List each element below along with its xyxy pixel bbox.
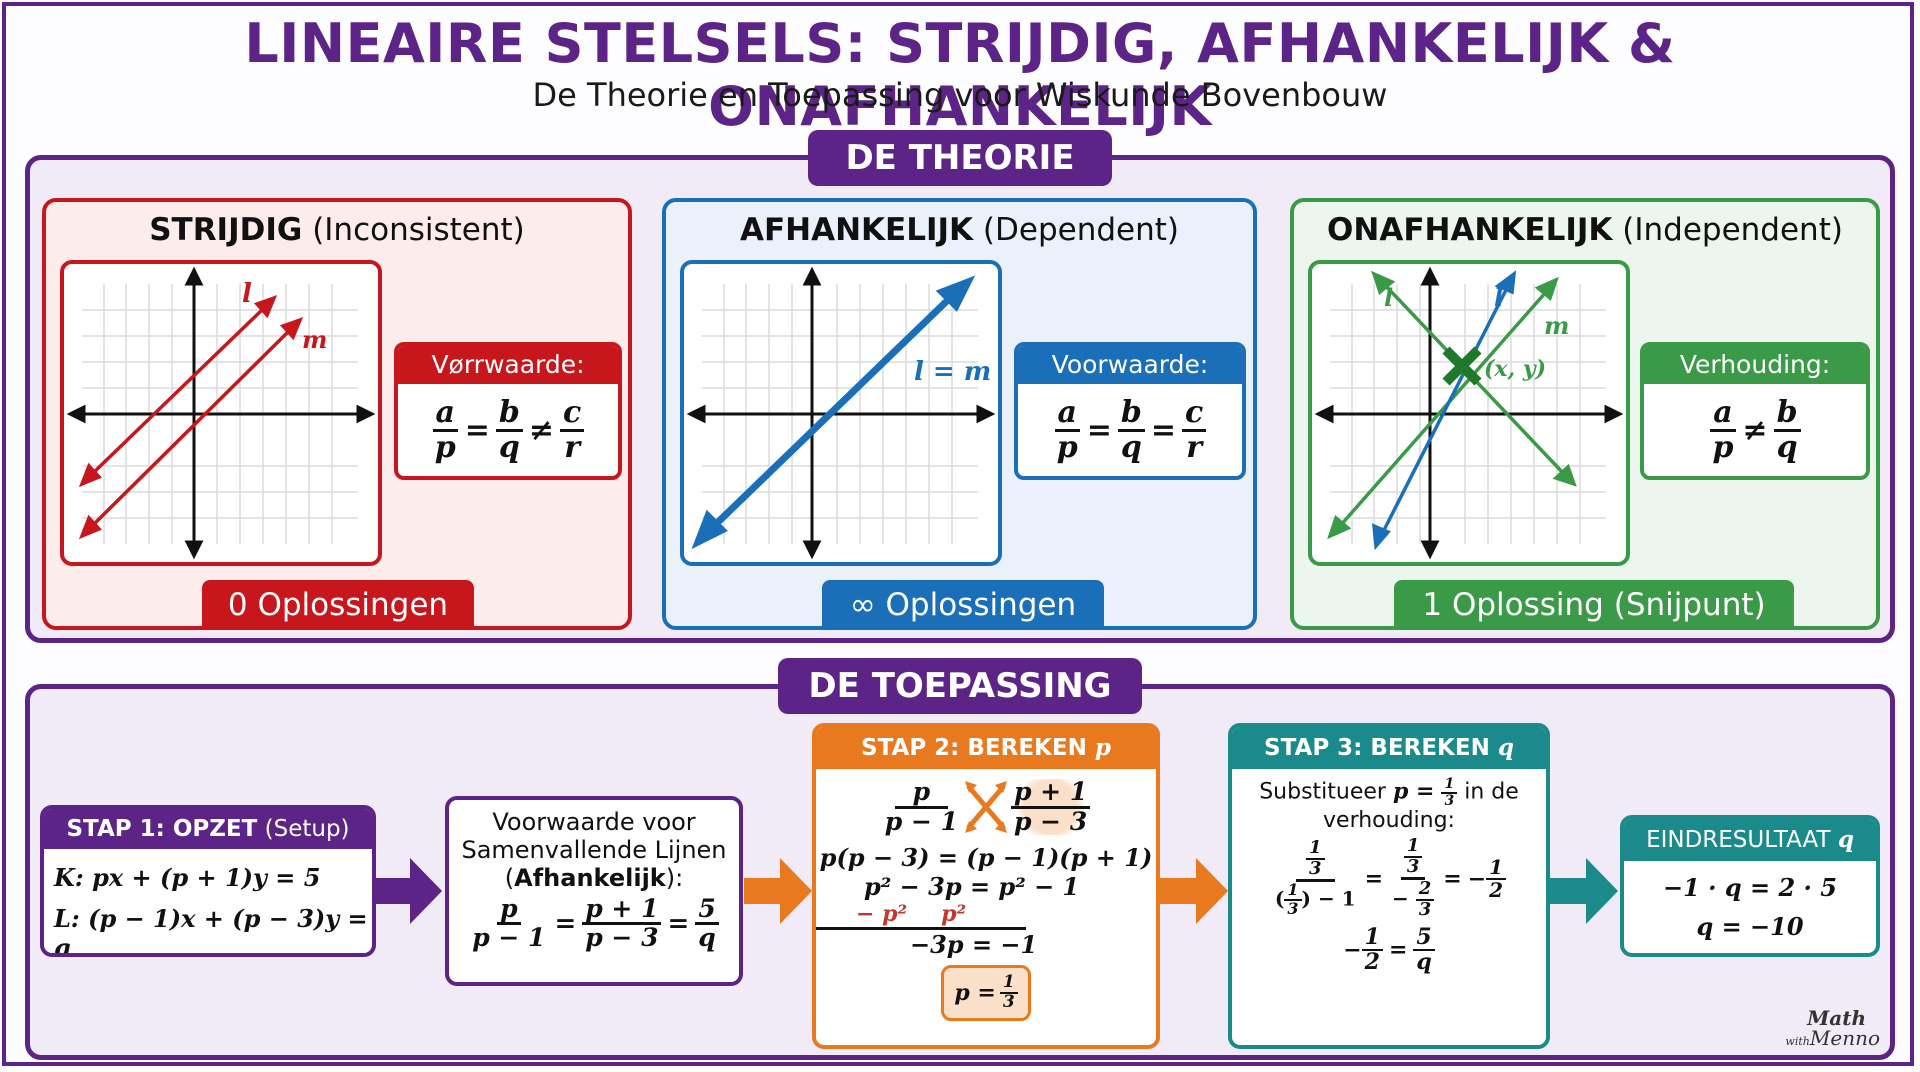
svg-text:(x, y): (x, y) [1484,356,1546,382]
card-onafhankelijk-title: ONAFHANKELIJK (Independent) [1327,212,1843,248]
step3-intro-2: verhouding: [1323,808,1455,834]
card-afhankelijk: AFHANKELIJK (Dependent) l = m Voorwaarde… [662,198,1257,630]
svg-text:l = m: l = m [914,357,991,387]
card-onafhankelijk: ONAFHANKELIJK (Independent) l l [1290,198,1880,630]
step1-header: STAP 1: OPZET (Setup) [44,809,372,849]
svg-text:l: l [1494,283,1503,312]
svg-text:m: m [1544,311,1569,340]
arrow-right-icon [1550,858,1618,924]
condition-label: Voorwaarde: [1018,346,1242,384]
svg-text:l: l [1384,283,1393,312]
arrow-right-icon [1160,858,1228,924]
arrow-right-icon [376,858,442,924]
graph-onafhankelijk: l l m (x, y) [1308,260,1630,566]
condition-line3: (Afhankelijk): [504,864,684,892]
step1-setup-box: STAP 1: OPZET (Setup) K: px + (p + 1)y =… [40,805,376,957]
graph-parallel-lines-icon: l m [66,266,376,560]
condition-line1: Voorwaarde voor [492,808,696,836]
final-result-box: EINDRESULTAAT q −1 · q = 2 · 5 q = −10 [1620,815,1880,957]
step2-header: STAP 2: BEREKEN p [816,727,1156,769]
graph-coinciding-lines-icon: l = m [686,266,996,560]
equation-k: K: px + (p + 1)y = 5 [54,863,321,892]
arrow-right-icon [744,858,812,924]
condition-label: Verhouding: [1644,346,1866,384]
graph-strijdig: l m [60,260,382,566]
result-badge-afhankelijk: ∞ Oplossingen [822,580,1104,630]
result-line1: −1 · q = 2 · 5 [1663,873,1837,902]
result-badge-onafhankelijk: 1 Oplossing (Snijpunt) [1394,580,1794,630]
step2-line2: p² − 3p = p² − 1 [864,872,1080,901]
cross-multiply-arrows-icon [965,781,1007,833]
result-badge-strijdig: 0 Oplossingen [202,580,474,630]
step2-line1: p(p − 3) = (p − 1)(p + 1) [819,843,1153,872]
card-strijdig: STRIJDIG (Inconsistent) l m Vørrwaarde: … [42,198,632,630]
page-title: LINEAIRE STELSELS: STRIJDIG, AFHANKELIJK… [244,12,1676,138]
step2-line4: −3p = −1 [910,930,1038,959]
graph-afhankelijk: l = m [680,260,1002,566]
step3-header: STAP 3: BEREKEN q [1232,727,1546,769]
condition-line2: Samenvallende Lijnen [461,836,727,864]
equation-l: L: (p − 1)x + (p − 3)y = q [54,904,368,957]
svg-text:m: m [302,325,327,354]
math-with-menno-logo: Math withMenno [1785,1006,1880,1050]
application-section-label: DE TOEPASSING [778,658,1142,714]
result-header: EINDRESULTAAT q [1624,819,1876,861]
card-afhankelijk-title: AFHANKELIJK (Dependent) [739,212,1180,248]
condition-label: Vørrwaarde: [398,346,618,384]
svg-text:l: l [242,279,252,309]
card-strijdig-title: STRIJDIG (Inconsistent) [149,212,525,248]
result-line2: q = −10 [1696,912,1804,941]
condition-coinciding-box: Voorwaarde voor Samenvallende Lijnen (Af… [445,796,743,986]
theory-section-label: DE THEORIE [808,130,1112,186]
graph-intersecting-lines-icon: l l m (x, y) [1314,266,1624,560]
page-subtitle: De Theorie en Toepassing voor Wiskunde B… [532,76,1388,114]
